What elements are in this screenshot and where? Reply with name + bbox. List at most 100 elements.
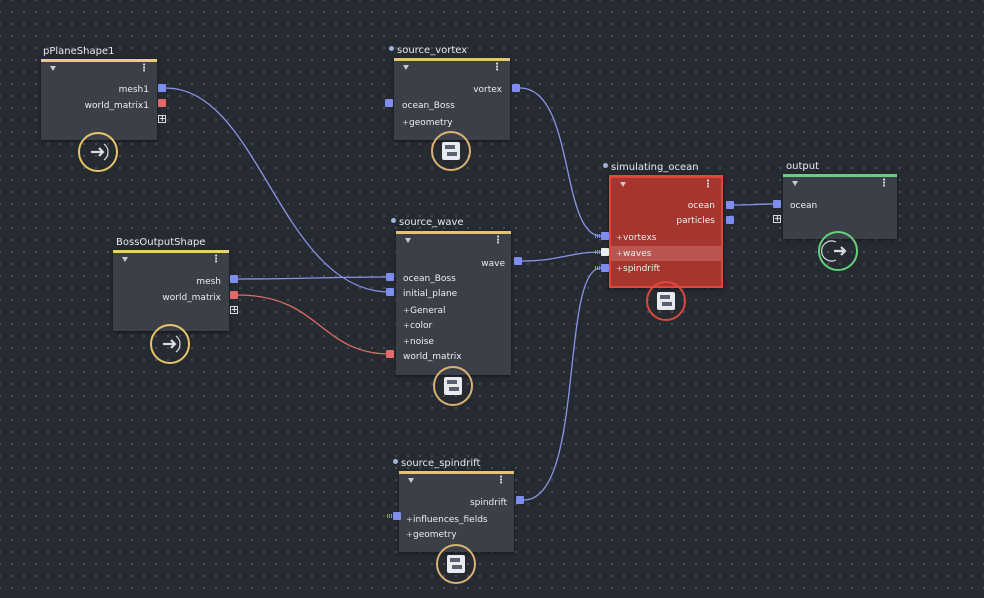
input-label-vortexs: vortexs	[623, 233, 657, 243]
output-label-mesh1: mesh1	[118, 85, 149, 95]
output-label-vortex: vortex	[473, 85, 502, 95]
port-spindrift-in[interactable]	[595, 264, 609, 272]
arrow-right-icon[interactable]	[150, 324, 190, 364]
compound-dot-icon	[603, 163, 608, 168]
wire-spindrift[interactable]	[523, 267, 602, 501]
input-label-initial-plane: initial_plane	[403, 289, 458, 299]
output-label-wave: wave	[481, 259, 505, 269]
expand-icon[interactable]: +	[406, 515, 413, 524]
input-group-color[interactable]: +color	[403, 320, 432, 332]
node-menu-icon[interactable]: ⋮	[496, 475, 506, 486]
input-group-vortexs[interactable]: +vortexs	[616, 232, 656, 244]
input-label-color: color	[410, 321, 433, 331]
expand-icon[interactable]: +	[403, 337, 410, 346]
input-label-noise: noise	[410, 337, 434, 347]
expand-icon[interactable]: +	[616, 233, 623, 242]
arrow-circle-icon[interactable]	[818, 231, 858, 271]
output-label-ocean: ocean	[687, 201, 715, 211]
node-title-simulating-ocean: simulating_ocean	[603, 162, 699, 174]
collapse-triangle-icon[interactable]	[792, 181, 798, 186]
wire-vortex-vortexs[interactable]	[519, 87, 602, 237]
node-title-source-spindrift: source_spindrift	[393, 458, 480, 470]
port-ocean-boss-vortex[interactable]	[385, 99, 393, 107]
wire-world-matrix[interactable]	[237, 294, 391, 355]
input-label-general: General	[410, 306, 446, 316]
output-label-mesh: mesh	[196, 277, 221, 287]
highlight-row	[611, 246, 721, 261]
node-bossoutputshape[interactable]: ⋮ mesh world_matrix	[113, 250, 229, 331]
port-mesh1[interactable]	[158, 84, 166, 92]
output-label-world-matrix1: world_matrix1	[84, 101, 149, 111]
input-group-influences-fields[interactable]: +influences_fields	[406, 514, 488, 526]
add-port-icon[interactable]: +	[230, 305, 238, 314]
collapse-triangle-icon[interactable]	[405, 238, 411, 243]
expand-icon[interactable]: +	[616, 264, 623, 273]
port-vortex[interactable]	[512, 84, 520, 92]
compound-node-icon[interactable]	[646, 281, 686, 321]
port-ocean-in[interactable]	[773, 200, 781, 208]
port-vortexs[interactable]	[595, 232, 609, 240]
node-source-vortex[interactable]: ⋮ vortex ocean_Boss +geometry	[394, 58, 510, 140]
node-source-wave[interactable]: ⋮ wave ocean_Boss initial_plane +General…	[396, 231, 511, 375]
output-label-particles: particles	[676, 216, 715, 226]
node-pplaneshape1[interactable]: ⋮ mesh1 world_matrix1	[41, 59, 157, 140]
port-world-matrix1[interactable]	[158, 99, 166, 107]
node-title-text: source_wave	[399, 217, 464, 228]
port-spindrift-out[interactable]	[516, 496, 524, 504]
node-menu-icon[interactable]: ⋮	[879, 178, 889, 189]
node-title-source-vortex: source_vortex	[389, 45, 467, 57]
port-particles[interactable]	[726, 216, 734, 224]
node-title-text: simulating_ocean	[611, 162, 699, 173]
port-ocean-boss-wave[interactable]	[386, 273, 394, 281]
node-menu-icon[interactable]: ⋮	[703, 179, 713, 190]
node-simulating-ocean[interactable]: ⋮ ocean particles +vortexs +waves +spind…	[609, 175, 723, 288]
expand-icon[interactable]: +	[616, 249, 623, 258]
output-label-spindrift: spindrift	[469, 498, 507, 508]
collapse-triangle-icon[interactable]	[403, 65, 409, 70]
port-initial-plane[interactable]	[386, 288, 394, 296]
port-influences-fields[interactable]	[387, 512, 401, 520]
expand-icon[interactable]: +	[403, 306, 410, 315]
compound-node-icon[interactable]	[436, 544, 476, 584]
add-port-icon[interactable]: +	[773, 214, 781, 223]
compound-node-icon[interactable]	[431, 131, 471, 171]
input-group-spindrift[interactable]: +spindrift	[616, 263, 660, 275]
port-world-matrix-in[interactable]	[386, 350, 394, 358]
compound-dot-icon	[389, 46, 394, 51]
add-port-icon[interactable]: +	[158, 114, 166, 123]
compound-node-icon[interactable]	[433, 366, 473, 406]
port-waves[interactable]	[595, 248, 609, 256]
node-menu-icon[interactable]: ⋮	[493, 235, 503, 246]
node-menu-icon[interactable]: ⋮	[492, 62, 502, 73]
port-world-matrix[interactable]	[230, 291, 238, 299]
input-group-noise[interactable]: +noise	[403, 336, 434, 348]
wire-mesh-ocean-boss[interactable]	[237, 276, 391, 280]
expand-icon[interactable]: +	[403, 321, 410, 330]
input-label-spindrift: spindrift	[623, 264, 661, 274]
node-output[interactable]: ⋮ ocean	[783, 174, 897, 239]
wire-wave-waves[interactable]	[521, 251, 602, 262]
expand-icon[interactable]: +	[406, 530, 413, 539]
wire-ocean-output[interactable]	[733, 203, 776, 206]
arrow-right-icon[interactable]	[78, 132, 118, 172]
collapse-triangle-icon[interactable]	[408, 478, 414, 483]
node-title-bossoutputshape: BossOutputShape	[116, 237, 206, 248]
node-source-spindrift[interactable]: ⋮ spindrift +influences_fields +geometry	[399, 471, 514, 552]
collapse-triangle-icon[interactable]	[50, 66, 56, 71]
input-group-general[interactable]: +General	[403, 305, 445, 317]
expand-icon[interactable]: +	[402, 118, 409, 127]
node-title-source-wave: source_wave	[391, 217, 464, 229]
input-label-waves: waves	[623, 249, 652, 259]
node-menu-icon[interactable]: ⋮	[139, 63, 149, 74]
input-group-geometry[interactable]: +geometry	[402, 117, 453, 129]
collapse-triangle-icon[interactable]	[620, 182, 626, 187]
input-group-waves[interactable]: +waves	[616, 248, 651, 260]
port-ocean-out[interactable]	[726, 201, 734, 209]
input-label-influences-fields: influences_fields	[413, 515, 488, 525]
port-wave[interactable]	[514, 257, 522, 265]
port-mesh[interactable]	[230, 275, 238, 283]
collapse-triangle-icon[interactable]	[122, 257, 128, 262]
input-group-geometry[interactable]: +geometry	[406, 529, 457, 541]
node-title-pplaneshape1: pPlaneShape1	[43, 46, 115, 57]
node-menu-icon[interactable]: ⋮	[211, 254, 221, 265]
